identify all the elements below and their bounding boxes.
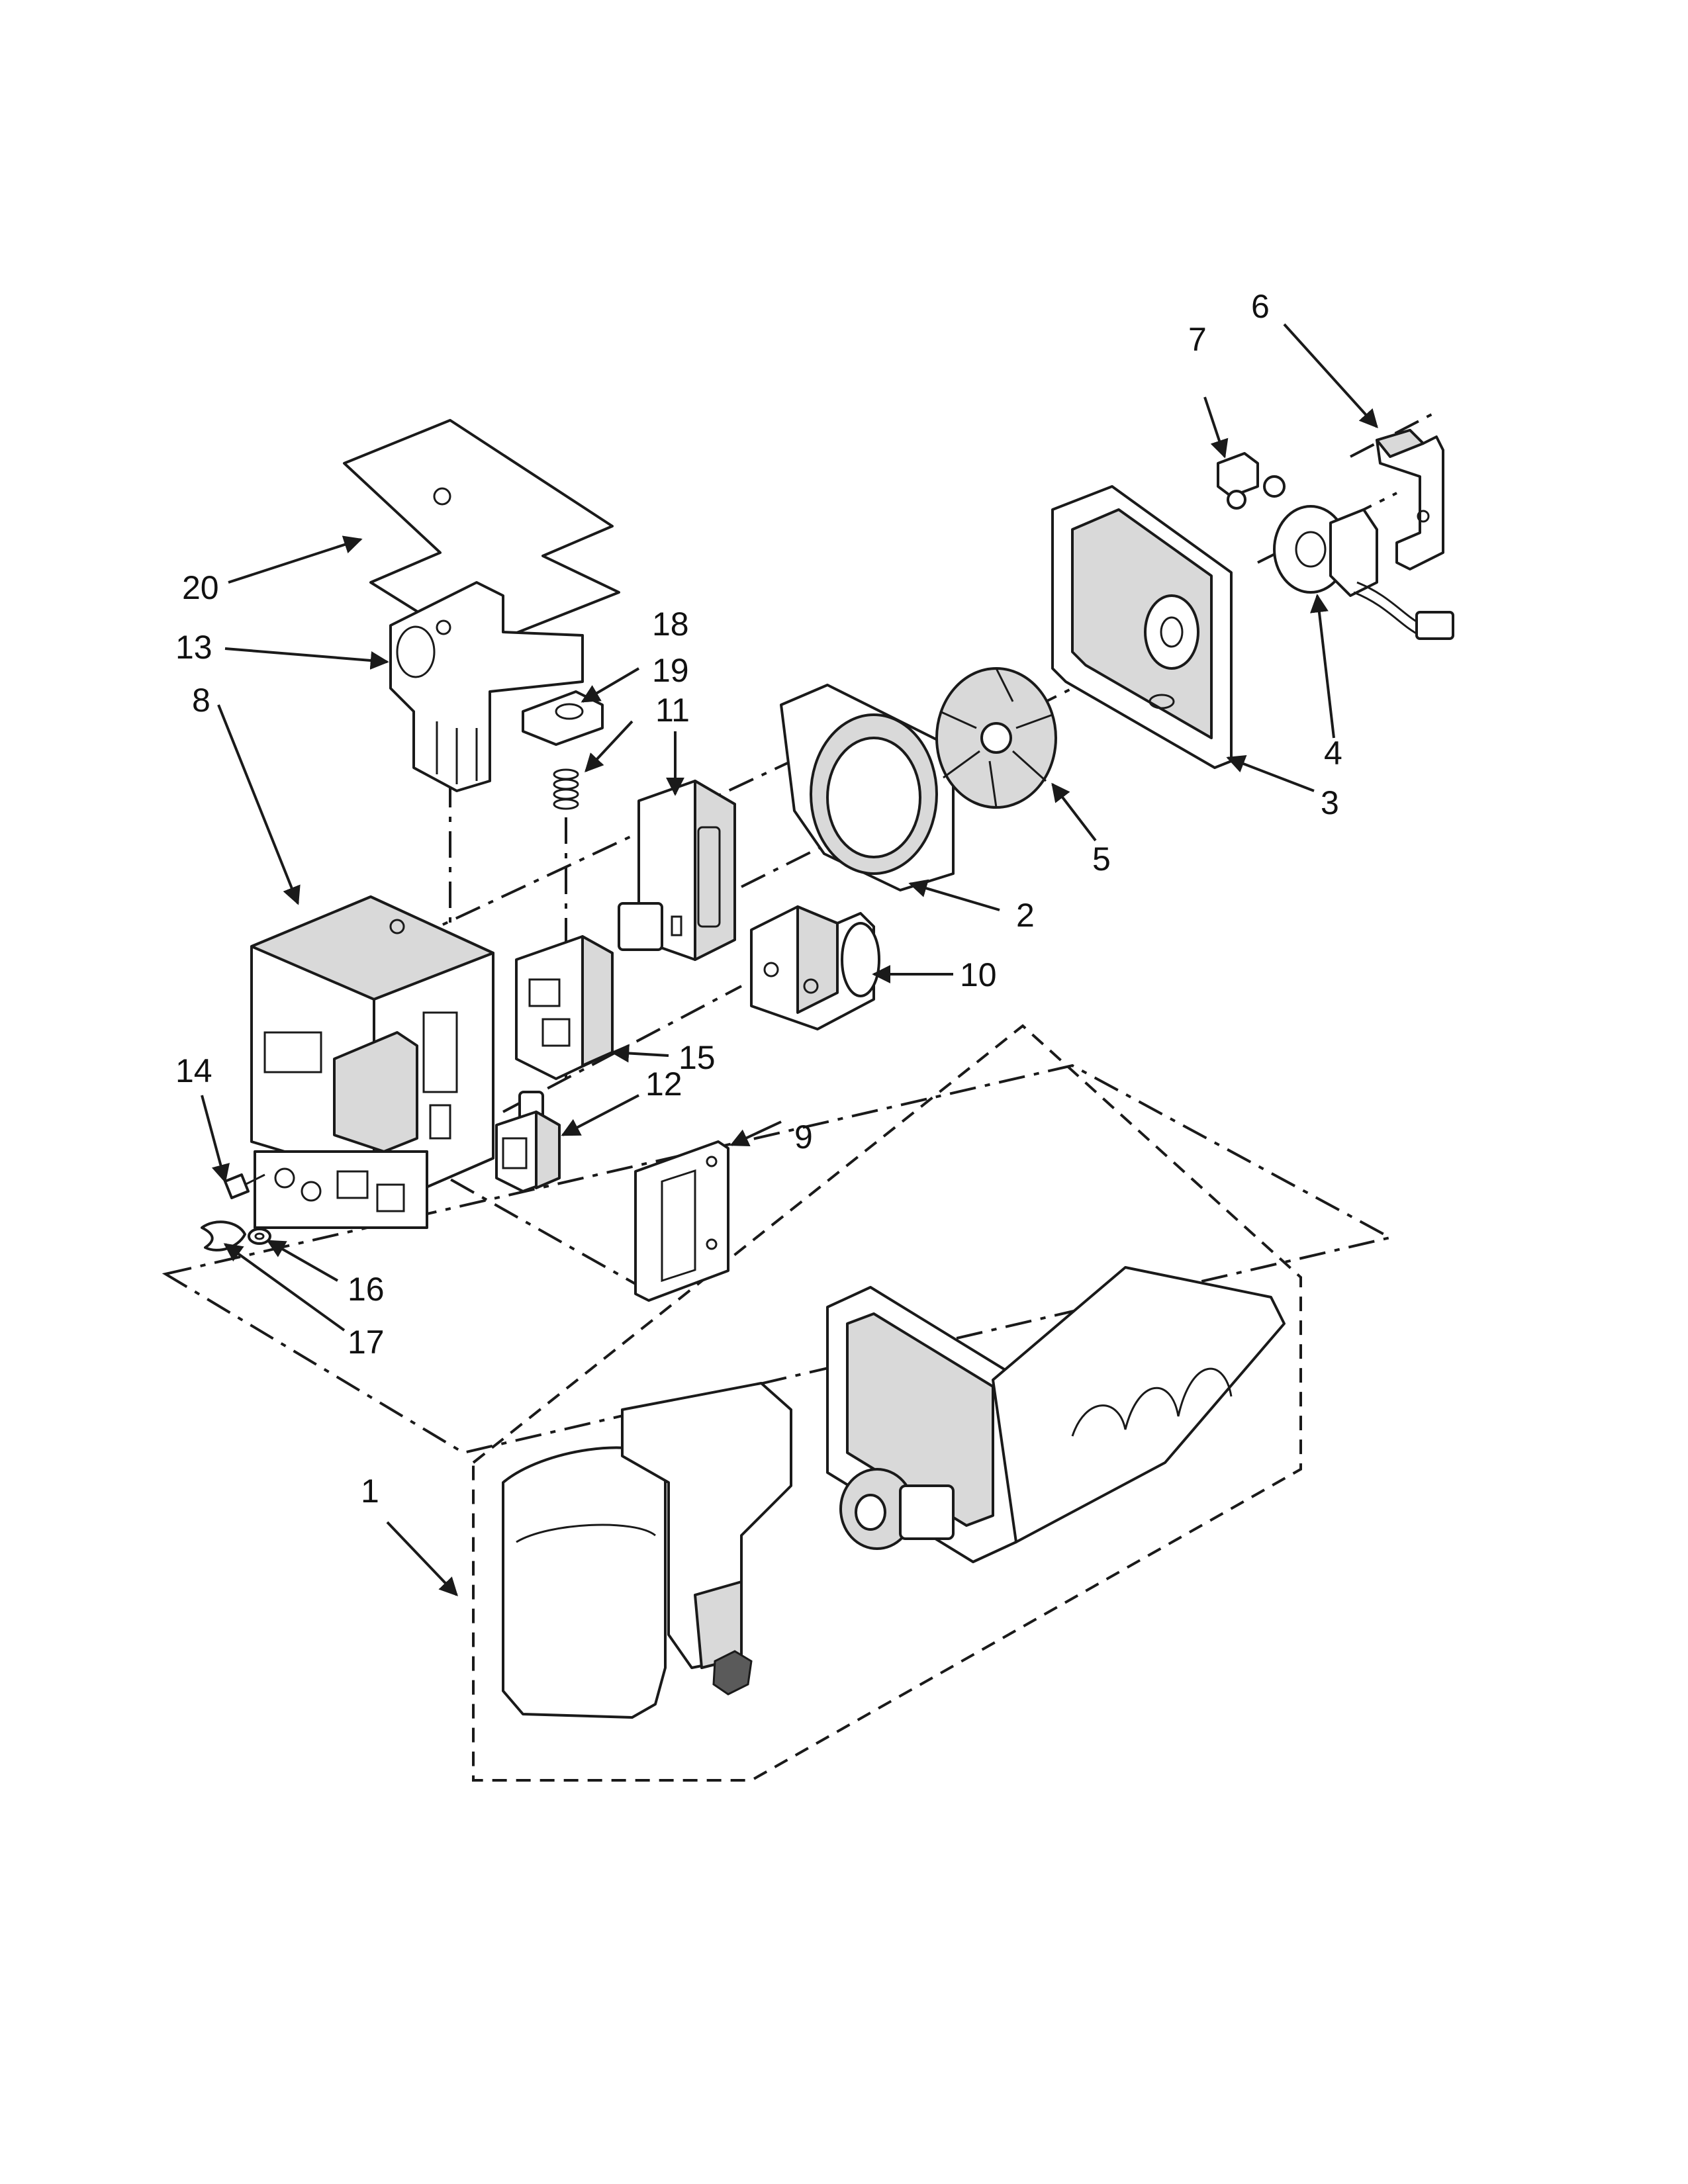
part-14-screw	[224, 1173, 265, 1199]
part-2-fan-shroud	[780, 684, 955, 891]
callout-10: 10	[960, 956, 997, 993]
part-16-washer	[248, 1228, 271, 1245]
alignment-line-middle	[502, 985, 742, 1113]
part-1-bucket-assembly	[502, 1266, 1286, 1719]
callout-5: 5	[1092, 841, 1111, 878]
part-20-insulation-sheet	[343, 419, 620, 650]
callout-16: 16	[348, 1271, 385, 1308]
part-6-motor-bracket	[1376, 429, 1444, 570]
part-18-cap	[522, 690, 604, 746]
callout-3: 3	[1321, 784, 1339, 821]
part-7-nut-clip	[1217, 452, 1286, 510]
part-8-dispenser-housing	[250, 895, 494, 1229]
callout-15: 15	[679, 1039, 716, 1076]
alignment-line-top	[410, 740, 835, 941]
callout-2: 2	[1016, 897, 1035, 934]
alignment-line-cover	[406, 1154, 636, 1285]
callout-12: 12	[645, 1066, 682, 1103]
callout-18: 18	[652, 606, 689, 643]
part-13-upper-duct	[389, 581, 584, 792]
part-9-cover-plate	[634, 1140, 729, 1302]
callout-7: 7	[1188, 321, 1207, 358]
callout-11: 11	[655, 692, 690, 729]
part-17-clip	[201, 1220, 246, 1251]
part-11-switch-housing	[618, 780, 736, 961]
callout-13: 13	[175, 629, 212, 666]
bucket-assembly-boundary	[472, 1024, 1302, 1782]
callout-8: 8	[192, 682, 211, 719]
part-4-fan-motor	[1273, 505, 1454, 640]
alignment-line-bracket	[1350, 412, 1434, 458]
callout-labels: 1 2 3 4 5 6 7 8 9 10 11 12 13 14 15 16 1…	[175, 288, 1342, 1510]
callout-17: 17	[348, 1324, 385, 1361]
part-15-bracket	[515, 935, 614, 1080]
callout-14: 14	[175, 1052, 212, 1089]
callout-6: 6	[1251, 288, 1270, 325]
leader-lines	[201, 323, 1378, 1597]
callout-1: 1	[361, 1473, 379, 1510]
part-3-frame	[1051, 485, 1233, 769]
part-10-gear-motor	[750, 905, 880, 1030]
callout-4: 4	[1324, 735, 1342, 772]
callout-19: 19	[652, 652, 689, 689]
part-12-solenoid	[495, 1091, 561, 1193]
housing-assembly-boundary	[162, 1064, 1394, 1455]
part-19-spring	[553, 768, 579, 810]
callout-9: 9	[794, 1118, 813, 1156]
part-5-fan-blade	[935, 667, 1057, 809]
callout-20: 20	[182, 569, 219, 606]
